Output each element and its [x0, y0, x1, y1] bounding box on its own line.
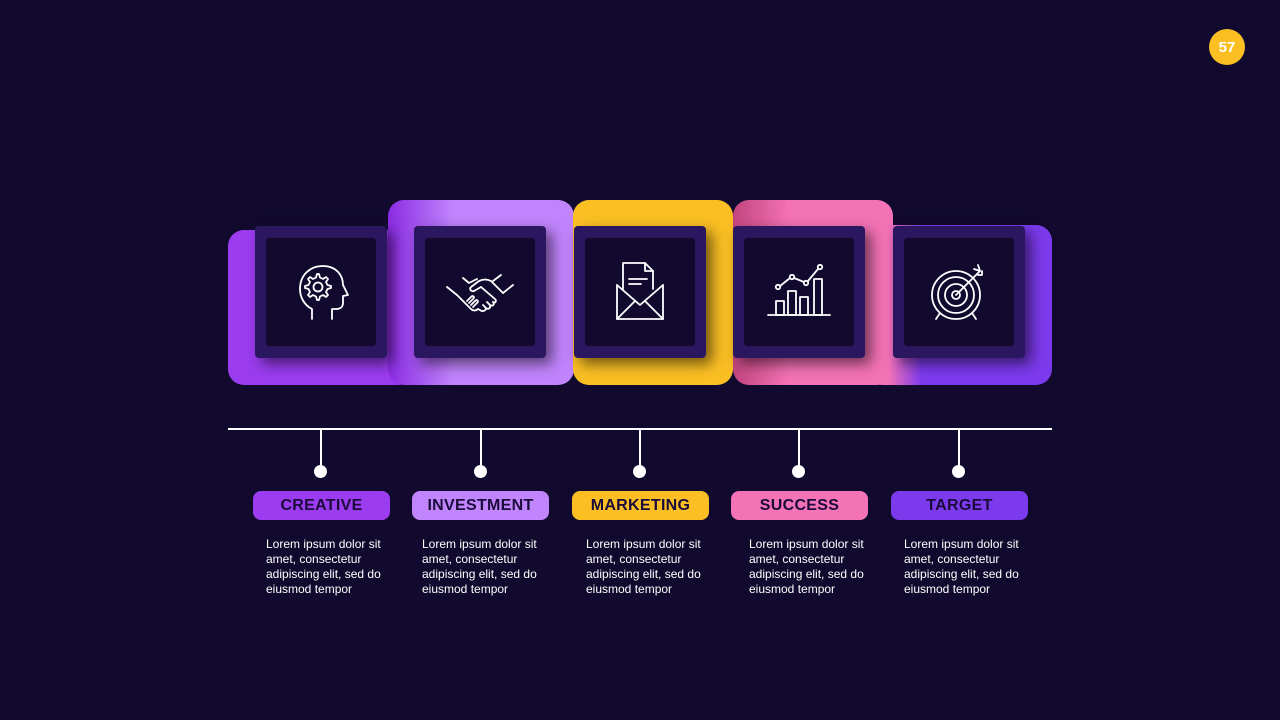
timeline-node	[314, 465, 327, 478]
timeline-connector	[480, 430, 482, 466]
card-creative	[255, 226, 387, 358]
page-number-badge: 57	[1209, 29, 1245, 65]
head-gear-icon	[299, 265, 349, 320]
growth-chart-icon	[767, 263, 831, 316]
handshake-icon	[446, 274, 514, 312]
step-label-marketing: MARKETING	[572, 491, 709, 520]
step-label-success: SUCCESS	[731, 491, 868, 520]
step-description-target: Lorem ipsum dolor sit amet, consectetur …	[904, 537, 1019, 596]
step-description-success: Lorem ipsum dolor sit amet, consectetur …	[749, 537, 864, 596]
target-icon	[931, 264, 983, 320]
step-label-target: TARGET	[891, 491, 1028, 520]
timeline-connector	[798, 430, 800, 466]
step-description-marketing: Lorem ipsum dolor sit amet, consectetur …	[586, 537, 701, 596]
timeline-node	[792, 465, 805, 478]
step-description-investment: Lorem ipsum dolor sit amet, consectetur …	[422, 537, 537, 596]
card-investment	[414, 226, 546, 358]
timeline-node	[474, 465, 487, 478]
step-description-creative: Lorem ipsum dolor sit amet, consectetur …	[266, 537, 381, 596]
timeline-node	[633, 465, 646, 478]
timeline-node	[952, 465, 965, 478]
timeline-connector	[958, 430, 960, 466]
mail-letter-icon	[616, 262, 664, 320]
card-marketing	[574, 226, 706, 358]
timeline-connector	[639, 430, 641, 466]
card-success	[733, 226, 865, 358]
step-label-investment: INVESTMENT	[412, 491, 549, 520]
step-label-creative: CREATIVE	[253, 491, 390, 520]
card-target	[893, 226, 1025, 358]
timeline-connector	[320, 430, 322, 466]
timeline-line	[228, 428, 1052, 430]
